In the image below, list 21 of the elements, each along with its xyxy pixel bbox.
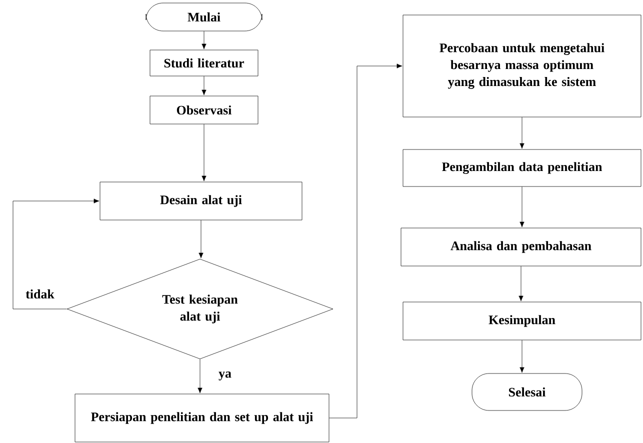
- process-box: Analisa dan pembahasan: [400, 228, 642, 266]
- process-box: Desain alat uji: [100, 182, 302, 220]
- process-box: Percobaan untuk mengetahui besarnya massa optimum yang dimasukan ke sistem: [402, 14, 642, 118]
- arrow: [520, 117, 524, 149]
- arrow: [198, 220, 204, 258]
- arrow: [520, 186, 524, 228]
- arrow: [520, 340, 524, 373]
- arrow: [329, 64, 402, 418]
- process-box: Studi literatur: [150, 50, 258, 76]
- arrow: [202, 76, 206, 96]
- arrow: [518, 266, 524, 302]
- process-box: Observasi: [150, 96, 258, 124]
- edge-label: tidak: [24, 288, 56, 300]
- arrow: [202, 124, 206, 182]
- process-box: Persiapan penelitian dan set up alat uji: [74, 394, 330, 442]
- arrow: [198, 359, 202, 394]
- arrow: [12, 198, 100, 310]
- process-box: Kesimpulan: [402, 302, 642, 340]
- arrow: [202, 31, 206, 50]
- edge-label: ya: [218, 370, 232, 382]
- process-box: Pengambilan data penelitian: [402, 149, 642, 187]
